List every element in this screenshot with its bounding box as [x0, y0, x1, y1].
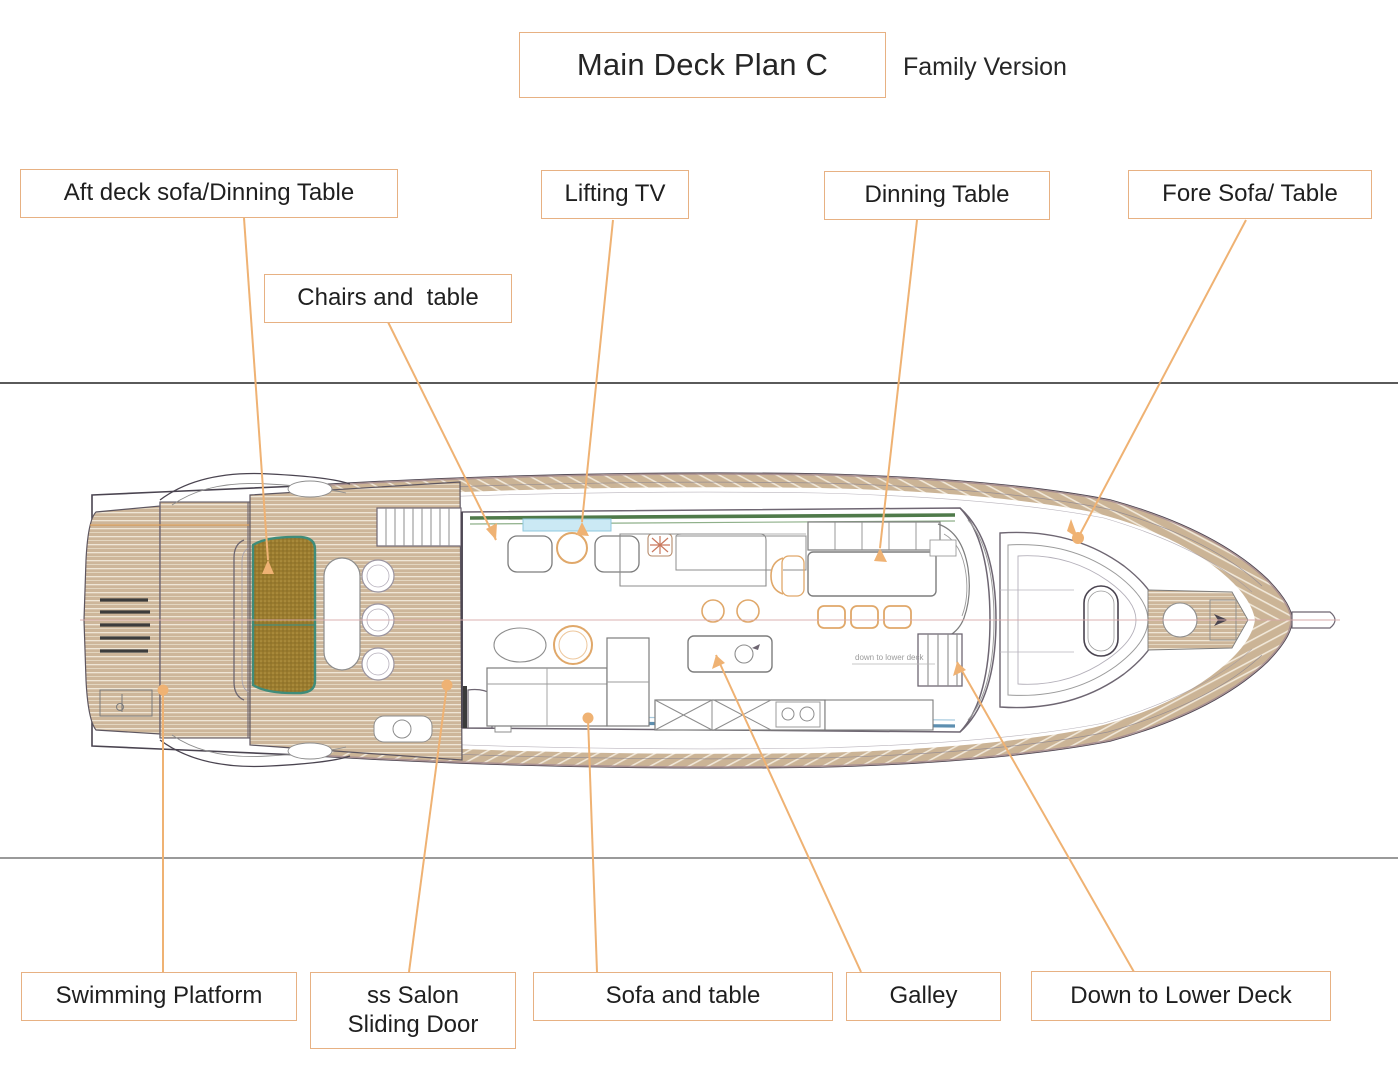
callout-lifting-tv[interactable]: Lifting TV [541, 170, 689, 219]
page-divider-top [0, 382, 1398, 384]
callout-ss-salon-sliding-door[interactable]: ss Salon Sliding Door [310, 972, 516, 1049]
callout-fore-sofa-table[interactable]: Fore Sofa/ Table [1128, 170, 1372, 219]
callout-dinning-table[interactable]: Dinning Table [824, 171, 1050, 220]
callout-galley[interactable]: Galley [846, 972, 1001, 1021]
lifting-tv-glass [522, 518, 612, 532]
fore-table [1083, 585, 1119, 657]
stairs-down-to-lower-deck: down to lower deck [852, 633, 963, 687]
callout-swimming-platform[interactable]: Swimming Platform [21, 972, 297, 1021]
aft-deck-sofa [233, 535, 317, 701]
callout-down-to-lower-deck[interactable]: Down to Lower Deck [1031, 971, 1331, 1021]
callout-aft-deck-sofa[interactable]: Aft deck sofa/Dinning Table [20, 169, 398, 218]
plan-subtitle: Family Version [903, 53, 1067, 81]
salon-sofa-and-table [486, 599, 760, 727]
platform-grate [100, 598, 150, 653]
page-title: Main Deck Plan C [576, 47, 829, 82]
dining-table [807, 551, 937, 597]
salon-sliding-door-jamb [463, 686, 467, 728]
aft-deck-chairs-and-table [323, 557, 395, 681]
galley-island [687, 635, 773, 673]
callout-sofa-and-table[interactable]: Sofa and table [533, 972, 833, 1021]
lifting-tv-unit [619, 533, 767, 587]
callout-chairs-and-table[interactable]: Chairs and table [264, 274, 512, 323]
plan-title-box: Main Deck Plan C [519, 32, 886, 98]
page-divider-bottom [0, 857, 1398, 859]
bulkhead-green-line [469, 513, 956, 520]
svg-text:down to lower deck: down to lower deck [855, 653, 924, 662]
salon-upper-seating [507, 532, 807, 573]
